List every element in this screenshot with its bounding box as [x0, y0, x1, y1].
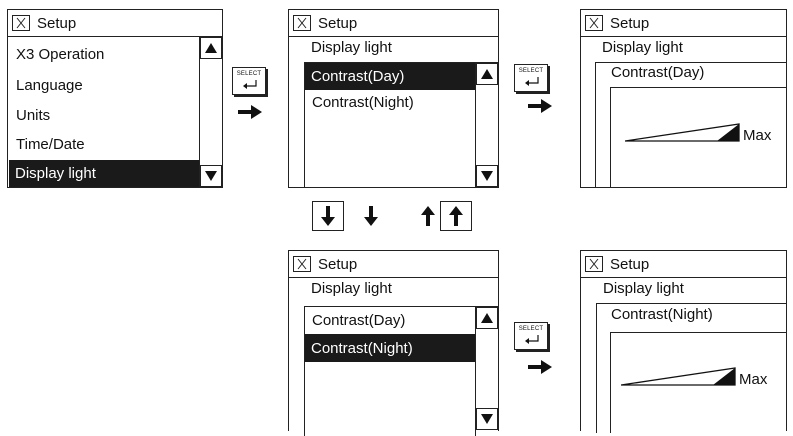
- scroll-up-button[interactable]: [476, 307, 498, 329]
- right-arrow-icon: [238, 105, 262, 119]
- scrollbar-track[interactable]: [475, 306, 476, 436]
- enter-arrow-icon: [243, 80, 257, 89]
- select-key[interactable]: SELECT: [514, 64, 548, 92]
- list-left-edge: [304, 306, 305, 436]
- menu-item-x3-operation[interactable]: X3 Operation: [16, 46, 105, 63]
- level-max-label: Max: [739, 371, 768, 388]
- enter-arrow-icon: [525, 77, 539, 86]
- scroll-up-button[interactable]: [200, 37, 222, 59]
- down-arrow-icon: [321, 206, 335, 226]
- divider: [596, 303, 786, 304]
- screen-title: Setup: [37, 14, 77, 32]
- right-arrow-icon: [528, 360, 552, 374]
- subtitle-display-light: Display light: [602, 39, 683, 56]
- setup-title-bar: Setup: [293, 13, 357, 33]
- setup-title-bar: Setup: [585, 254, 649, 274]
- list-item-contrast-night-selected[interactable]: Contrast(Night): [305, 334, 475, 362]
- panel-left-edge: [610, 87, 611, 188]
- contrast-level-wedge[interactable]: [625, 123, 741, 143]
- scroll-down-button[interactable]: [200, 165, 222, 187]
- contrast-level-wedge[interactable]: [621, 367, 737, 387]
- divider: [581, 277, 786, 278]
- select-key-label: SELECT: [518, 326, 544, 332]
- menu-item-language[interactable]: Language: [16, 77, 83, 94]
- close-x-icon[interactable]: [293, 15, 311, 31]
- up-arrow-icon: [449, 206, 463, 226]
- screen-title: Setup: [610, 14, 650, 32]
- up-arrow-icon: [421, 206, 435, 226]
- select-key-label: SELECT: [518, 68, 544, 74]
- list-item-contrast-day-selected[interactable]: Contrast(Day): [305, 63, 475, 90]
- menu-item-display-light-selected[interactable]: Display light: [9, 160, 199, 187]
- scroll-down-button[interactable]: [476, 165, 498, 187]
- triangle-up-icon: [481, 69, 493, 79]
- close-x-icon[interactable]: [12, 15, 30, 31]
- subtitle-display-light: Display light: [311, 39, 392, 56]
- triangle-down-icon: [481, 414, 493, 424]
- sub-subtitle-contrast-day: Contrast(Day): [611, 64, 705, 81]
- scrollbar-track[interactable]: [475, 62, 476, 188]
- screen-title: Setup: [610, 255, 650, 273]
- scroll-up-button[interactable]: [476, 63, 498, 85]
- down-arrow-icon: [364, 206, 378, 226]
- right-arrow-icon: [528, 99, 552, 113]
- panel-left-edge: [596, 303, 597, 433]
- list-item-contrast-night[interactable]: Contrast(Night): [312, 94, 414, 111]
- divider: [289, 277, 498, 278]
- setup-title-bar: Setup: [12, 13, 76, 33]
- triangle-down-icon: [481, 171, 493, 181]
- menu-item-label: Display light: [15, 165, 96, 182]
- display-light-screen-night: Setup Display light Contrast(Day) Contra…: [288, 250, 499, 436]
- setup-title-bar: Setup: [293, 254, 357, 274]
- divider: [304, 62, 498, 63]
- setup-title-bar: Setup: [585, 13, 649, 33]
- triangle-up-icon: [481, 313, 493, 323]
- list-item-label: Contrast(Night): [311, 339, 413, 357]
- nav-up-key[interactable]: [440, 201, 472, 231]
- nav-down-key[interactable]: [312, 201, 344, 231]
- panel-left-edge: [610, 332, 611, 433]
- panel-left-edge: [595, 62, 596, 188]
- screen-title: Setup: [318, 14, 358, 32]
- select-key[interactable]: SELECT: [232, 67, 266, 95]
- divider: [581, 36, 786, 37]
- subtitle-display-light: Display light: [311, 280, 392, 297]
- close-x-icon[interactable]: [585, 256, 603, 272]
- sub-subtitle-contrast-night: Contrast(Night): [611, 306, 713, 323]
- select-key[interactable]: SELECT: [514, 322, 548, 350]
- close-x-icon[interactable]: [293, 256, 311, 272]
- list-item-contrast-day[interactable]: Contrast(Day): [312, 312, 406, 329]
- subtitle-display-light: Display light: [603, 280, 684, 297]
- divider: [610, 332, 786, 333]
- enter-arrow-icon: [525, 335, 539, 344]
- menu-item-units[interactable]: Units: [16, 107, 51, 124]
- divider: [610, 87, 786, 88]
- scrollbar-track[interactable]: [199, 36, 200, 188]
- triangle-down-icon: [205, 171, 217, 181]
- menu-item-time-date[interactable]: Time/Date: [16, 136, 85, 153]
- divider: [8, 36, 222, 37]
- setup-menu-screen: Setup X3 Operation Language Units Time/D…: [7, 9, 223, 188]
- scroll-down-button[interactable]: [476, 408, 498, 430]
- display-light-screen-day: Setup Display light Contrast(Day) Contra…: [288, 9, 499, 188]
- list-left-edge: [304, 62, 305, 188]
- screen-title: Setup: [318, 255, 358, 273]
- contrast-night-screen: Setup Display light Contrast(Night) Max: [580, 250, 787, 433]
- list-item-label: Contrast(Day): [311, 68, 405, 85]
- close-x-icon[interactable]: [585, 15, 603, 31]
- divider: [595, 62, 786, 63]
- level-max-label: Max: [743, 127, 772, 144]
- divider: [289, 36, 498, 37]
- select-key-label: SELECT: [236, 71, 262, 77]
- divider: [304, 306, 498, 307]
- contrast-day-screen: Setup Display light Contrast(Day) Max: [580, 9, 787, 188]
- triangle-up-icon: [205, 43, 217, 53]
